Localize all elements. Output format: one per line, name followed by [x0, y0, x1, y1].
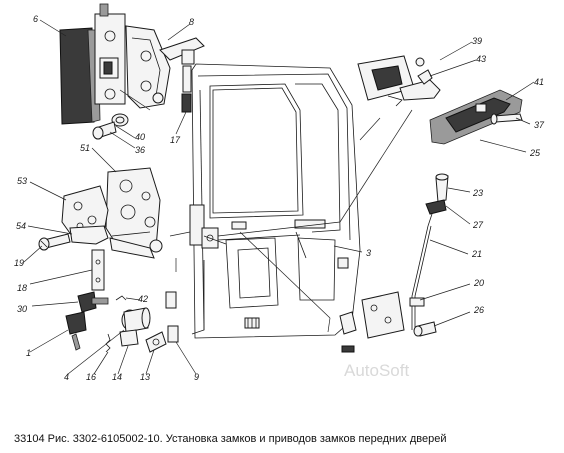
bushing-part-9: [165, 291, 179, 343]
callout-40: 40: [135, 132, 145, 142]
key-part-1: [65, 311, 87, 351]
screw-part-26: [413, 321, 437, 337]
callout-53: 53: [17, 176, 27, 186]
callout-6: 6: [33, 14, 38, 24]
watermark: AutoSoft: [344, 361, 409, 380]
retainer-part-14: [119, 329, 139, 347]
screw-part-37: [490, 113, 523, 125]
callout-8: 8: [189, 17, 194, 27]
callout-27: 27: [472, 220, 484, 230]
callout-14: 14: [112, 372, 122, 382]
callout-25: 25: [529, 148, 541, 158]
callout-4: 4: [64, 372, 69, 382]
callout-19: 19: [14, 258, 24, 268]
callout-1: 1: [26, 348, 31, 358]
callout-54: 54: [16, 221, 26, 231]
bumper-part-17: [181, 65, 192, 113]
lock-mechanism-on-door: [189, 204, 341, 259]
bracket-part-20: [339, 291, 425, 353]
bolt-washer-part-40-36: [92, 113, 129, 140]
callout-41: 41: [534, 77, 544, 87]
figure-caption: 33104 Рис. 3302-6105002-10. Установка за…: [14, 433, 447, 445]
hinge-bracket-part-8: [125, 25, 205, 109]
callout-3: 3: [366, 248, 371, 258]
door-panel: [191, 63, 361, 339]
callout-18: 18: [17, 283, 27, 293]
callout-26: 26: [473, 305, 484, 315]
key-part-30: [77, 291, 109, 313]
callout-20: 20: [473, 278, 484, 288]
lock-lever-part-54: [69, 225, 163, 259]
callout-39: 39: [472, 36, 482, 46]
callout-13: 13: [140, 372, 150, 382]
callout-labels: 6 8 40 36 17 39 43 41 37 25 51 53 23 27 …: [14, 14, 545, 382]
screw-part-19: [38, 233, 71, 251]
callout-43: 43: [476, 54, 486, 64]
handle-trim-part-41: [429, 89, 523, 145]
callout-21: 21: [471, 249, 482, 259]
callout-16: 16: [86, 372, 96, 382]
callout-9: 9: [194, 372, 199, 382]
callout-42: 42: [138, 294, 148, 304]
lock-knob-part-23: [435, 173, 449, 203]
plate-part-18: [91, 249, 105, 291]
door-lock-part-51: [105, 167, 161, 251]
assembly-lines: [119, 89, 413, 333]
callout-17: 17: [170, 135, 181, 145]
knob-sleeve-part-27: [425, 199, 447, 227]
lock-cylinder-part-4: [121, 307, 151, 333]
pin-part-42: [115, 295, 127, 301]
callout-36: 36: [135, 145, 145, 155]
lever-part-13: [145, 331, 167, 353]
callout-37: 37: [534, 120, 545, 130]
callout-leaders: [23, 19, 535, 375]
callout-23: 23: [472, 188, 483, 198]
inner-handle-part-39: [357, 55, 441, 107]
hinge-part-6: [59, 3, 126, 125]
rod-part-21: [411, 225, 432, 330]
callout-30: 30: [17, 304, 27, 314]
callout-51: 51: [80, 143, 90, 153]
